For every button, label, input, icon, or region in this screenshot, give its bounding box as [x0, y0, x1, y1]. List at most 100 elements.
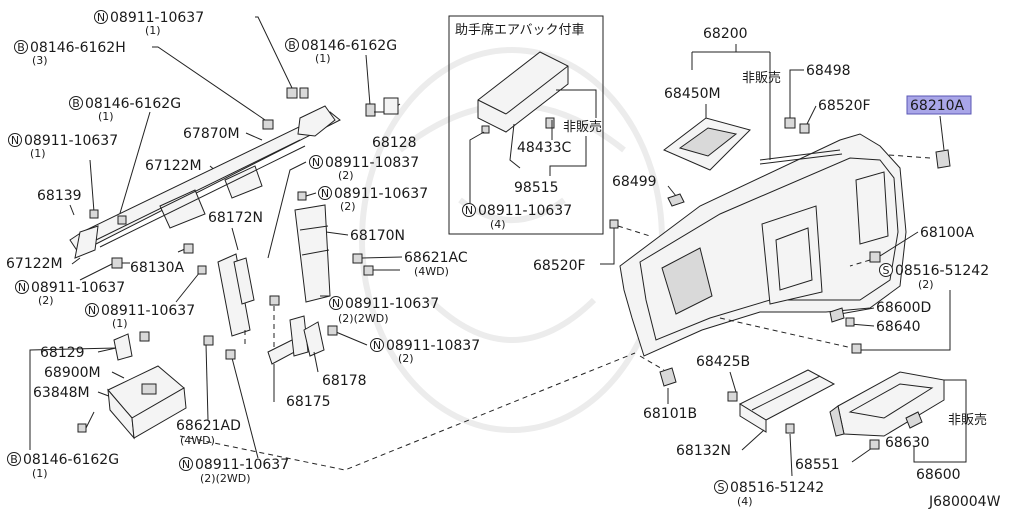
bracket-68178: [303, 321, 325, 357]
part-number: 08911-10637: [24, 133, 118, 149]
part-number: 08911-10637: [478, 203, 572, 219]
callout-08911-10637-lower-left[interactable]: N 08911-10637 (2): [15, 280, 126, 307]
part-number: 08911-10637: [110, 10, 204, 26]
svg-text:N: N: [321, 187, 329, 200]
n-prefix-circle: [94, 10, 108, 24]
callout-08146-6162G-lower[interactable]: B 08146-6162G (1): [7, 452, 120, 480]
glove-box-68600: [829, 371, 945, 437]
part-number-68621AC: 68621AC: [404, 250, 468, 266]
svg-text:N: N: [182, 458, 190, 471]
quantity: (1): [145, 24, 161, 37]
part-number-68600: 68600: [916, 467, 961, 483]
quantity: (2)(2WD): [200, 472, 251, 485]
not-for-sale-label: 非販売: [563, 119, 602, 135]
not-for-sale-label-2: 非販売: [742, 70, 781, 86]
part-number-68178: 68178: [322, 373, 367, 389]
svg-text:N: N: [88, 304, 96, 317]
part-number-68132N: 68132N: [676, 443, 731, 459]
part-number-68600D: 68600D: [876, 300, 931, 316]
quantity: (3): [32, 54, 48, 67]
svg-text:N: N: [11, 134, 19, 147]
cover-68450M: [663, 117, 751, 171]
callout-08911-10637-mid[interactable]: N 08911-10637 (1): [85, 303, 196, 330]
quantity: (2): [340, 200, 356, 213]
highlight-box: [906, 95, 972, 115]
part-number-67122M-lower: 67122M: [6, 256, 63, 272]
bracket-68175: [267, 315, 309, 365]
bolt-part: [262, 119, 274, 130]
callout-68210A-highlighted[interactable]: 68210A: [906, 95, 972, 115]
bracket-68129: [113, 333, 133, 361]
callout-08911-10637-top[interactable]: N 08911-10637 (1): [94, 10, 205, 37]
part-number: 08911-10637: [31, 280, 125, 296]
svg-text:N: N: [18, 281, 26, 294]
callout-08911-10637-left[interactable]: N 08911-10637 (1): [8, 133, 119, 160]
part-number-68630: 68630: [885, 435, 930, 451]
latch-68630: [905, 411, 923, 429]
part-number: 08516-51242: [895, 263, 989, 279]
svg-text:N: N: [465, 204, 473, 217]
part-number: 08516-51242: [730, 480, 824, 496]
b-prefix: B: [17, 41, 25, 54]
part-number: 08146-6162H: [30, 40, 126, 56]
part-number-48433C: 48433C: [517, 140, 572, 156]
bolt-68210A: [935, 149, 951, 169]
part-number-68200: 68200: [703, 26, 748, 42]
part-number-68499: 68499: [612, 174, 657, 190]
svg-text:B: B: [10, 453, 18, 466]
screw-part: [365, 103, 376, 117]
part-number-63848M: 63848M: [33, 385, 90, 401]
callout-08911-10637-mid-right[interactable]: N 08911-10637 (2): [318, 186, 429, 213]
svg-text:S: S: [883, 264, 890, 277]
quantity-68621AC: (4WD): [414, 265, 449, 278]
part-number-68520F-lower: 68520F: [533, 258, 586, 274]
bracket-68132N: [738, 369, 836, 433]
callout-08911-10837-lower[interactable]: N 08911-10837 (2): [370, 338, 481, 365]
part-number: 08911-10637: [334, 186, 428, 202]
part-number: 08911-10637: [345, 296, 439, 312]
part-number-67122M-upper: 67122M: [145, 158, 202, 174]
inset-airbag-box: [448, 15, 604, 235]
part-number-68128: 68128: [372, 135, 417, 151]
part-number: 08911-10637: [101, 303, 195, 319]
quantity: (1): [98, 110, 114, 123]
not-for-sale-label-3: 非販売: [948, 412, 987, 428]
part-number: 08146-6162G: [85, 96, 181, 112]
callout-08911-10637-2wd[interactable]: N 08911-10637 (2)(2WD): [329, 296, 440, 325]
n-prefix: N: [97, 11, 105, 24]
quantity: (1): [30, 147, 46, 160]
part-number-68170N: 68170N: [350, 228, 405, 244]
part-number-68520F-upper: 68520F: [818, 98, 871, 114]
quantity: (2)(2WD): [338, 312, 389, 325]
part-number-68130A: 68130A: [130, 260, 185, 276]
callout-08146-6162H[interactable]: B 08146-6162H (3): [14, 40, 126, 67]
quantity: (4): [490, 218, 506, 231]
clip-part: [286, 87, 298, 99]
quantity-68621AD: (4WD): [180, 434, 215, 447]
callout-08516-51242-right[interactable]: S 08516-51242 (2): [879, 263, 990, 291]
callout-08146-6162G-left[interactable]: B 08146-6162G (1): [69, 96, 182, 123]
svg-text:N: N: [332, 297, 340, 310]
steering-member-assembly: [69, 87, 341, 259]
svg-text:B: B: [288, 39, 296, 52]
module-68900M: [107, 365, 187, 440]
svg-text:S: S: [718, 481, 725, 494]
quantity: (2): [918, 278, 934, 291]
quantity: (1): [315, 52, 331, 65]
quantity: (2): [338, 169, 354, 182]
callout-08911-10637-bottom[interactable]: N 08911-10637 (2)(2WD): [179, 457, 290, 485]
bracket-68128-part: [383, 97, 399, 115]
bracket-68170N: [294, 204, 331, 303]
callout-08146-6162G-upper[interactable]: B 08146-6162G (1): [285, 38, 398, 65]
callout-08516-51242-bottom[interactable]: S 08516-51242 (4): [714, 480, 825, 508]
part-number-68139: 68139: [37, 188, 82, 204]
part-number: 08146-6162G: [301, 38, 397, 54]
part-number-68450M: 68450M: [664, 86, 721, 102]
callout-08911-10837-upper[interactable]: N 08911-10837 (2): [309, 155, 420, 182]
part-number-68129: 68129: [40, 345, 85, 361]
part-number: 08146-6162G: [23, 452, 119, 468]
part-number-68100A: 68100A: [920, 225, 975, 241]
svg-text:N: N: [373, 339, 381, 352]
callout-08911-10637-inset[interactable]: N 08911-10637 (4): [462, 203, 573, 231]
